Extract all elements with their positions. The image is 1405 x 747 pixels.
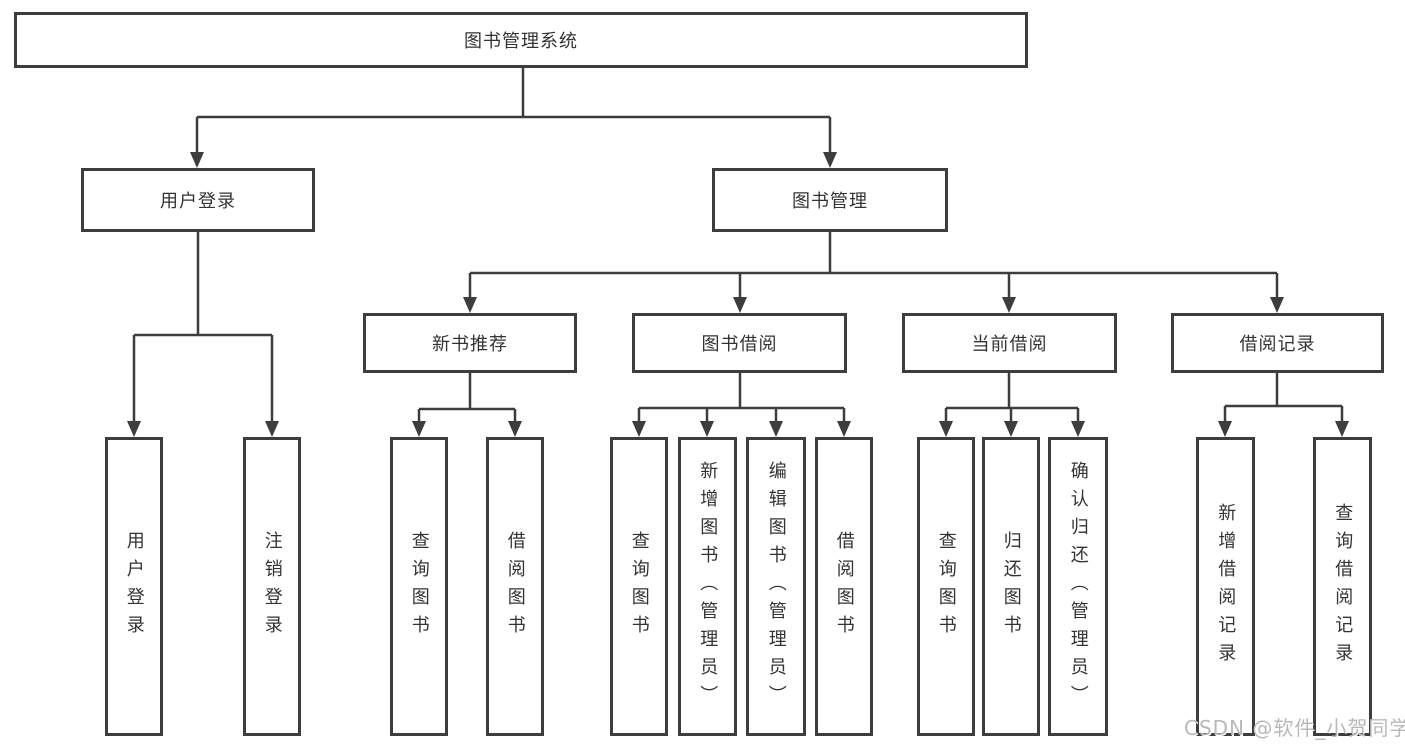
node-label: 新增图书（管理员） bbox=[697, 460, 719, 713]
node-book-management: 图书管理 bbox=[712, 168, 948, 232]
node-label: 查询图书 bbox=[628, 530, 650, 643]
leaf-query-borrow-record: 查询借阅记录 bbox=[1313, 437, 1372, 736]
node-label: 确认归还（管理员） bbox=[1067, 460, 1089, 713]
node-root-system: 图书管理系统 bbox=[14, 12, 1028, 68]
leaf-query-books: 查询图书 bbox=[390, 437, 448, 736]
leaf-edit-books-admin: 编辑图书（管理员） bbox=[746, 437, 806, 736]
node-label: 注销登录 bbox=[261, 530, 283, 643]
node-current-borrow: 当前借阅 bbox=[902, 313, 1117, 373]
node-label: 新增借阅记录 bbox=[1215, 502, 1237, 671]
csdn-watermark: CSDN @软件_小贺同学 bbox=[1184, 716, 1405, 740]
node-user-login-branch: 用户登录 bbox=[81, 168, 315, 232]
node-label: 图书管理 bbox=[792, 191, 868, 212]
leaf-add-books-admin: 新增图书（管理员） bbox=[678, 437, 737, 736]
node-label: 借阅图书 bbox=[504, 530, 526, 643]
leaf-return-books: 归还图书 bbox=[982, 437, 1040, 736]
node-borrow-records: 借阅记录 bbox=[1171, 313, 1384, 373]
node-book-borrow: 图书借阅 bbox=[632, 313, 847, 373]
node-label: 用户登录 bbox=[123, 530, 145, 643]
leaf-borrow-books: 借阅图书 bbox=[486, 437, 544, 736]
node-new-book-recommend: 新书推荐 bbox=[363, 313, 577, 373]
node-label: 借阅图书 bbox=[833, 530, 855, 643]
arrowheads bbox=[127, 152, 1349, 437]
node-label: 借阅记录 bbox=[1239, 334, 1316, 355]
node-label: 当前借阅 bbox=[971, 334, 1048, 355]
node-label: 编辑图书（管理员） bbox=[765, 460, 787, 713]
node-label: 新书推荐 bbox=[432, 334, 508, 355]
leaf-confirm-return-admin: 确认归还（管理员） bbox=[1048, 437, 1108, 736]
leaf-logout: 注销登录 bbox=[243, 437, 301, 736]
node-label: 用户登录 bbox=[160, 191, 236, 212]
node-label: 图书借阅 bbox=[701, 334, 778, 355]
leaf-query-books: 查询图书 bbox=[917, 437, 975, 736]
node-label: 查询图书 bbox=[935, 530, 957, 643]
leaf-query-books: 查询图书 bbox=[610, 437, 668, 736]
leaf-user-login: 用户登录 bbox=[105, 437, 163, 736]
node-label: 归还图书 bbox=[1000, 530, 1022, 643]
leaf-borrow-books: 借阅图书 bbox=[815, 437, 873, 736]
node-label: 图书管理系统 bbox=[464, 31, 578, 52]
leaf-add-borrow-record: 新增借阅记录 bbox=[1196, 437, 1255, 736]
node-label: 查询图书 bbox=[408, 530, 430, 643]
node-label: 查询借阅记录 bbox=[1332, 502, 1354, 671]
